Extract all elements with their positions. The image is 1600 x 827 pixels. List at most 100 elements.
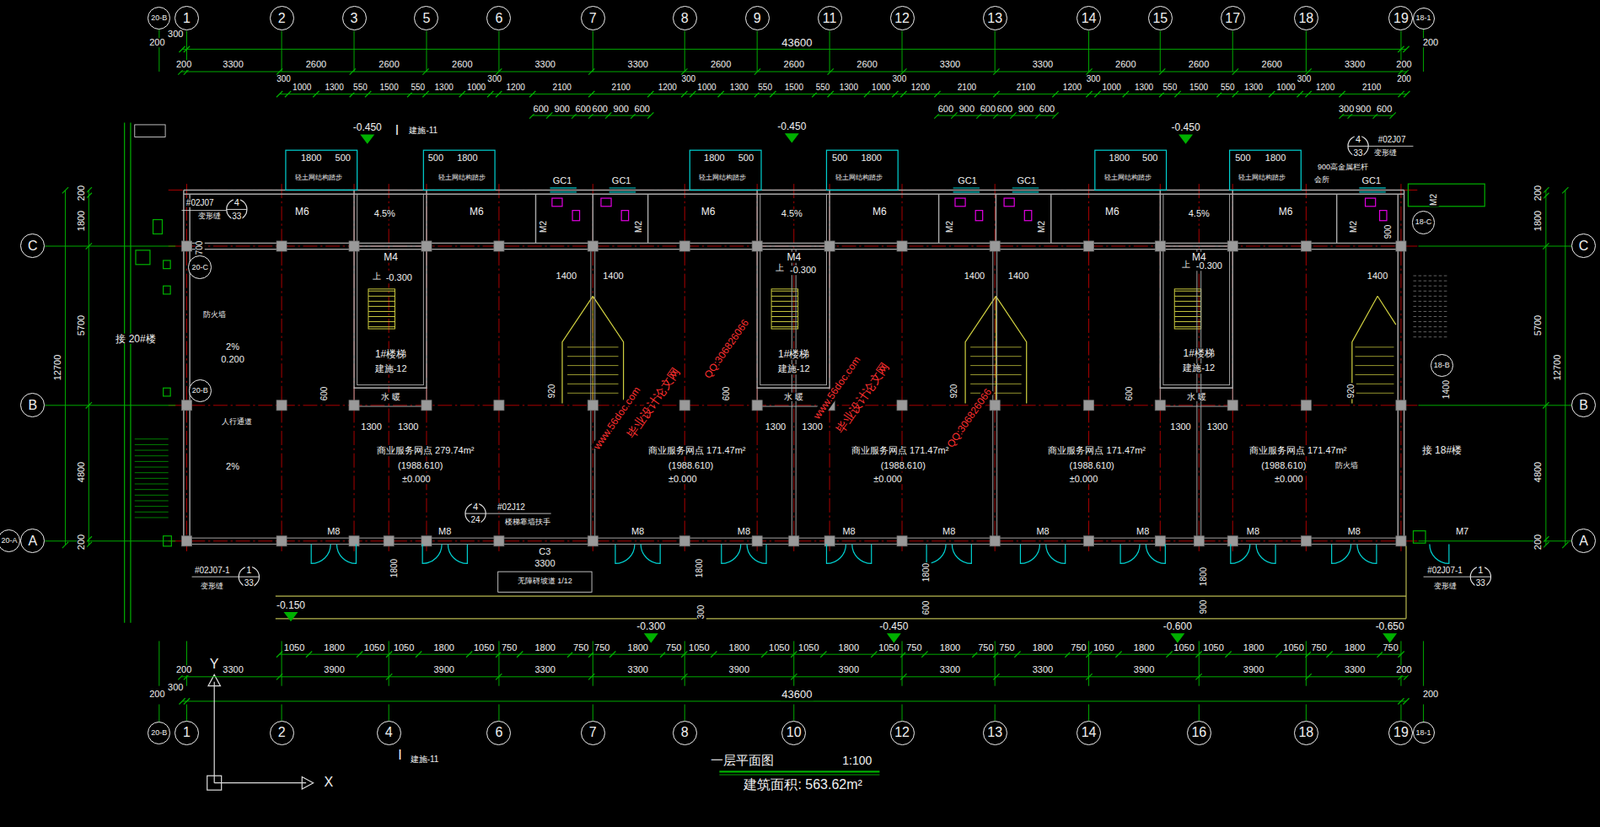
- wall: [1232, 189, 1234, 247]
- dimension-line: [1342, 115, 1393, 117]
- annotation-text: 1400: [1442, 379, 1452, 400]
- annotation-text: 商业服务网点 171.47m²: [647, 445, 747, 457]
- axis-label: A: [1578, 534, 1589, 548]
- column: [1084, 536, 1095, 547]
- annotation-text: 1400: [1007, 271, 1030, 282]
- dimension-line: [1564, 190, 1566, 546]
- stair: [1352, 295, 1396, 403]
- elevation-mark: [644, 633, 658, 643]
- dimension-text: 600: [591, 104, 609, 115]
- stair-core: [760, 249, 827, 386]
- dimension-text: 3300: [627, 665, 650, 676]
- dimension-text: 200: [76, 533, 87, 551]
- annotation-text: 1800: [390, 558, 400, 579]
- dimension-text: 200: [1395, 60, 1413, 71]
- exterior-stair: [134, 438, 169, 440]
- axis-label: 8: [681, 11, 689, 26]
- reference-bubble-line: [1470, 576, 1491, 578]
- axis-label: 7: [589, 11, 597, 26]
- annotation-text: 建施-12: [1181, 363, 1216, 374]
- dimension-line: [279, 93, 1407, 95]
- axis-line: [592, 183, 594, 552]
- fixture-box: [163, 536, 172, 547]
- axis-bubble: 2: [269, 5, 295, 31]
- dimension-text: 1200: [1315, 83, 1336, 93]
- dimension-text: 3900: [1132, 665, 1155, 676]
- annotation-text: 商业服务网点 171.47m²: [1046, 445, 1147, 457]
- annotation-text: Y: [209, 657, 221, 672]
- door-swing: [1046, 543, 1066, 564]
- dimension-text: 2600: [1114, 60, 1137, 71]
- annotation-text: 1300: [1206, 422, 1229, 433]
- annotation-text: (1988.610): [397, 461, 444, 472]
- dimension-text: 3900: [1242, 665, 1265, 676]
- extension-line: [44, 245, 176, 247]
- annotation-text: ±0.000: [872, 474, 903, 485]
- stair-tread: [567, 365, 619, 366]
- annotation-text: M6: [700, 205, 717, 217]
- dimension-text: 600: [996, 104, 1014, 115]
- annotation-text: M6: [1277, 205, 1294, 217]
- dimension-text: 3300: [1343, 60, 1366, 71]
- stair-core: [1159, 246, 1233, 388]
- annotation-text: M2: [1037, 220, 1047, 234]
- dimension-text: 3300: [221, 665, 244, 676]
- axis-bubble: 15: [1148, 5, 1173, 31]
- dimension-line: [182, 48, 1407, 50]
- axis-label: A: [27, 534, 38, 548]
- column: [824, 241, 835, 252]
- dimension-text: 300: [1085, 75, 1102, 85]
- annotation-text: 轻土网结构踏步: [1103, 173, 1153, 181]
- wall: [356, 193, 358, 243]
- dimension-text: 3300: [939, 60, 962, 71]
- door-swing: [640, 543, 661, 564]
- door-swing: [336, 543, 356, 564]
- axis-line: [684, 183, 686, 552]
- axis-bubble: 19: [1388, 5, 1413, 31]
- annotation-text: #02J07-1: [193, 565, 231, 575]
- annotation-text: 500: [427, 153, 445, 164]
- annotation-text: 楼梯靠墙扶手: [504, 518, 552, 527]
- wall: [592, 193, 594, 243]
- dimension-tick: [1402, 46, 1409, 53]
- column: [1300, 241, 1311, 252]
- door-swing: [311, 543, 331, 564]
- dimension-text: 1050: [1202, 643, 1225, 654]
- dimension-text: 1800: [728, 643, 751, 654]
- annotation-text: M6: [871, 205, 888, 217]
- door-swing: [951, 543, 972, 564]
- exterior-stair: [134, 472, 169, 473]
- dimension-text: 1050: [472, 643, 495, 654]
- column: [1395, 400, 1407, 411]
- fixture-box: [163, 285, 171, 295]
- door-swing: [615, 543, 635, 564]
- annotation-text: 上: [371, 272, 382, 282]
- annotation-text: 1800: [695, 558, 705, 579]
- axis-bubble: B: [1571, 392, 1596, 418]
- window: [549, 191, 576, 193]
- annotation-text: 建施-12: [777, 364, 811, 375]
- axis-bubble: 4: [376, 720, 402, 746]
- wall: [826, 193, 827, 243]
- annotation-text: 300: [166, 682, 184, 693]
- axis-bubble: 6: [486, 5, 511, 31]
- exterior-stair: [134, 461, 169, 462]
- annotation-text: (1988.610): [1068, 461, 1116, 472]
- axis-bubble: 1: [174, 5, 199, 31]
- extension-line: [592, 31, 594, 72]
- axis-label: 18: [1298, 11, 1314, 26]
- elevation-mark: [1383, 633, 1396, 643]
- annotation-text: M2: [633, 220, 644, 234]
- annotation-text: 无障碍坡道 1/12: [516, 577, 574, 586]
- canopy: [689, 150, 762, 190]
- annotation-text: 上: [774, 263, 785, 274]
- dimension-text: 550: [352, 83, 369, 93]
- annotation-text: 建施-12: [374, 364, 409, 375]
- dimension-text: 300: [1296, 75, 1313, 85]
- door-swing: [1020, 543, 1040, 564]
- dimension-text: 1500: [1188, 83, 1209, 93]
- annotation-text: 轻土网结构踏步: [834, 173, 884, 181]
- scissor-stair: [562, 295, 624, 403]
- dimension-line: [182, 700, 1407, 702]
